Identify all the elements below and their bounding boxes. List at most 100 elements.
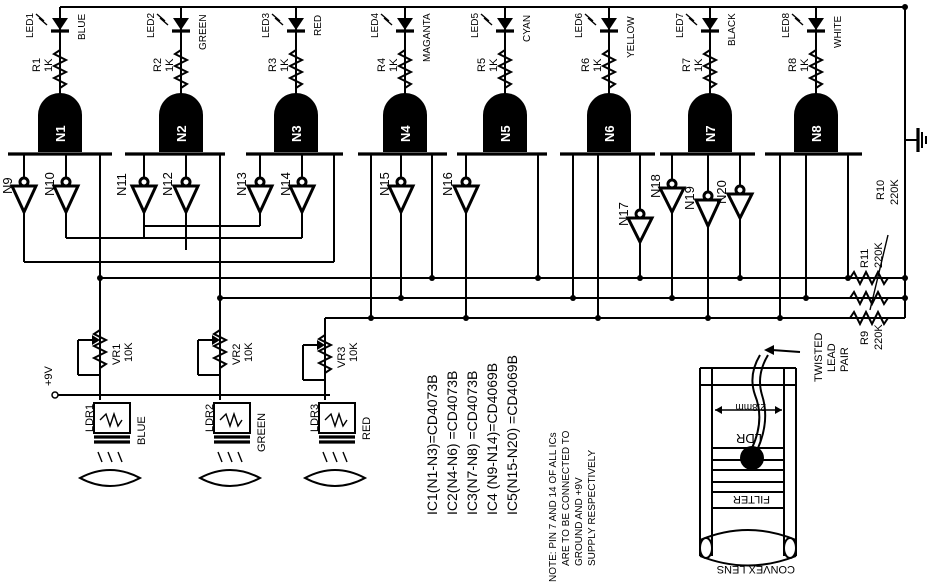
- sensor-2: VR2 10K LDR2 GREEN: [197, 298, 268, 487]
- svg-text:N11: N11: [114, 173, 129, 196]
- svg-text:N16: N16: [440, 172, 455, 196]
- svg-text:N12: N12: [160, 172, 175, 196]
- led-ref: LED5: [470, 13, 481, 38]
- res-ref: R7: [681, 58, 693, 72]
- led-ref: LED3: [261, 13, 272, 38]
- inverter-n18: N18: [648, 154, 687, 298]
- res-val: 1K: [388, 58, 400, 72]
- res-ref: R4: [376, 58, 388, 72]
- led-color: YELLOW: [626, 16, 637, 58]
- svg-text:N17: N17: [616, 202, 631, 226]
- res-ref: R8: [787, 58, 799, 72]
- led-color: RED: [313, 15, 324, 36]
- svg-text:BLUE: BLUE: [136, 416, 148, 445]
- twisted-label: TWISTED: [813, 332, 825, 382]
- supply-label: +9V: [43, 365, 55, 386]
- nand-label: N3: [289, 125, 304, 142]
- ic-list: IC1(N1-N3)=CD4073B IC2(N4-N6) =CD4073B I…: [424, 355, 520, 515]
- res-ref: R2: [152, 58, 164, 72]
- inverter-n20: N20: [714, 154, 755, 278]
- gate-input-wiring: [24, 154, 849, 318]
- svg-text:N19: N19: [682, 186, 697, 210]
- led-column-5: LED5 CYAN R5 1K N5: [457, 7, 547, 156]
- svg-text:N10: N10: [42, 172, 57, 196]
- r9-ref: R9: [859, 331, 871, 345]
- led-ref: LED2: [146, 13, 157, 38]
- ic-line-5: IC5(N15-N20) =CD4069B: [504, 355, 520, 515]
- nand-label: N4: [398, 125, 413, 142]
- svg-text:SUPPLY RESPECTIVELY: SUPPLY RESPECTIVELY: [587, 450, 598, 566]
- svg-text:NOTE: PIN 7 AND 14 OF ALL ICs: NOTE: PIN 7 AND 14 OF ALL ICs: [548, 432, 559, 582]
- r10-val: 220K: [889, 179, 901, 205]
- lead-label: LEAD: [826, 343, 838, 372]
- supply-input: +9V: [43, 365, 330, 399]
- led-column-1: LED1 BLUE R1 1K N1: [8, 7, 112, 156]
- pulldown-resistors: R10 220K R11 220K R9 220K: [849, 179, 901, 350]
- led-column-6: LED6 YELLOW R6 1K N6: [560, 7, 655, 156]
- filter-label: FILTER: [733, 493, 770, 505]
- note-text: NOTE: PIN 7 AND 14 OF ALL ICs ARE TO BE …: [548, 430, 598, 582]
- sensor-assembly: CONVEX LENS FILTER LDR 2.8mm TWISTED LEA…: [699, 332, 851, 575]
- res-val: 1K: [164, 58, 176, 72]
- svg-text:GREEN: GREEN: [256, 413, 268, 452]
- led-column-4: LED4 MAGANTA R4 1K N4: [358, 7, 447, 156]
- led-ref: LED7: [675, 13, 686, 38]
- led-column-2: LED2 GREEN R2 1K N2: [125, 7, 225, 156]
- res-ref: R3: [267, 58, 279, 72]
- ic-line-3: IC3(N7-N8) =CD4073B: [464, 371, 480, 515]
- svg-text:N14: N14: [278, 172, 293, 196]
- svg-text:VR2: VR2: [231, 344, 243, 365]
- led-color: BLACK: [727, 13, 738, 46]
- nand-label: N1: [53, 125, 68, 142]
- sensor-1: VR1 10K LDR1 BLUE: [77, 278, 148, 487]
- res-val: 1K: [279, 58, 291, 72]
- res-val: 1K: [693, 58, 705, 72]
- dim-label: 2.8mm: [735, 401, 766, 412]
- inverter-n10: N10: [42, 154, 81, 238]
- ground-symbol: [905, 128, 927, 152]
- nand-label: N6: [602, 125, 617, 142]
- res-ref: R5: [476, 58, 488, 72]
- nand-label: N5: [498, 125, 513, 142]
- pair-label: PAIR: [839, 347, 851, 372]
- svg-text:10K: 10K: [123, 342, 135, 362]
- led-color: WHITE: [833, 15, 844, 48]
- inverter-n14: N14: [278, 154, 317, 238]
- r11-ref: R11: [859, 249, 871, 268]
- lens-label: CONVEX LENS: [717, 563, 795, 575]
- top-supply-rail: [60, 4, 908, 318]
- inverter-n19: N19: [682, 154, 723, 318]
- sensor-3: VR3 10K LDR3 RED: [302, 318, 373, 487]
- svg-text:N18: N18: [648, 174, 663, 198]
- svg-text:10K: 10K: [348, 342, 360, 362]
- inverter-row: N9 N10 N11 N12 N13: [0, 154, 755, 318]
- led-column-7: LED7 BLACK R7 1K N7: [660, 7, 755, 156]
- led-column-8: LED8 WHITE R8 1K N8: [765, 7, 862, 156]
- svg-text:10K: 10K: [243, 342, 255, 362]
- svg-text:ARE TO BE CONNECTED TO: ARE TO BE CONNECTED TO: [561, 430, 572, 566]
- nand-label: N2: [174, 125, 189, 142]
- svg-text:N9: N9: [0, 177, 15, 194]
- svg-text:LDR1: LDR1: [84, 404, 96, 432]
- nand-label: N7: [703, 125, 718, 142]
- svg-text:N20: N20: [714, 180, 729, 204]
- led-ref: LED6: [574, 13, 585, 38]
- svg-text:GROUND AND +9V: GROUND AND +9V: [574, 477, 585, 566]
- svg-text:N15: N15: [377, 172, 392, 196]
- ic-line-4: IC4 (N9-N14)=CD4069B: [484, 363, 500, 515]
- inverter-n13: N13: [234, 154, 275, 226]
- r11-val: 220K: [873, 242, 885, 268]
- svg-text:N13: N13: [234, 172, 249, 196]
- led-color: MAGANTA: [422, 13, 433, 62]
- r10-ref: R10: [875, 180, 887, 200]
- inverter-n12: N12: [160, 154, 201, 250]
- r9-val: 220K: [873, 324, 885, 350]
- nand-label: N8: [809, 125, 824, 142]
- inverter-n17: N17: [616, 154, 655, 278]
- inverter-n15: N15: [377, 154, 416, 298]
- res-val: 1K: [799, 58, 811, 72]
- svg-text:LDR3: LDR3: [309, 404, 321, 432]
- led-ref: LED8: [781, 13, 792, 38]
- inverter-n16: N16: [440, 154, 481, 318]
